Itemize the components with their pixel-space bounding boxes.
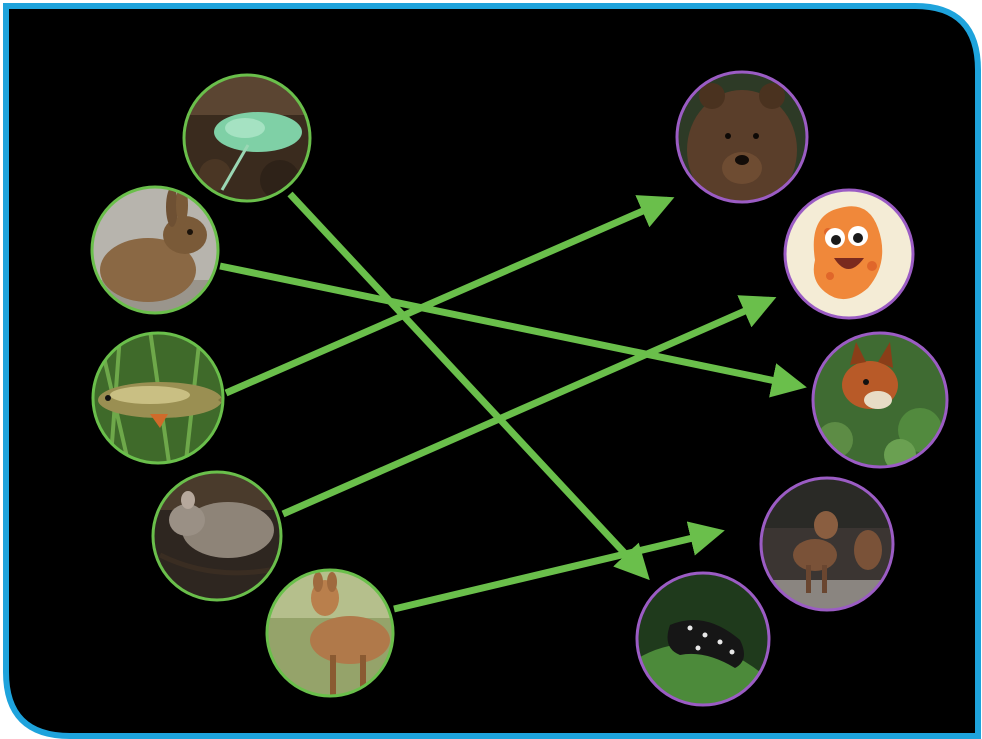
hare-photo — [90, 185, 220, 315]
arrow-mouse-to-microbe — [281, 295, 777, 518]
arrow-fish-to-bear — [224, 195, 675, 397]
roe-deer-photo — [265, 568, 395, 698]
wolf-photo — [759, 476, 895, 612]
brown-bear-photo — [675, 70, 809, 204]
mouse-photo — [151, 470, 283, 602]
caterpillar-photo — [635, 571, 771, 707]
arrow-deer-to-wolf — [393, 521, 725, 613]
arrows — [219, 191, 807, 613]
arrow-hare-to-fox — [219, 262, 807, 398]
arrow-plant-to-caterpillar — [287, 191, 650, 581]
red-fox-photo — [811, 331, 949, 469]
cartoon-microbe-illustration — [783, 188, 915, 320]
perch-fish-photo — [91, 331, 225, 465]
